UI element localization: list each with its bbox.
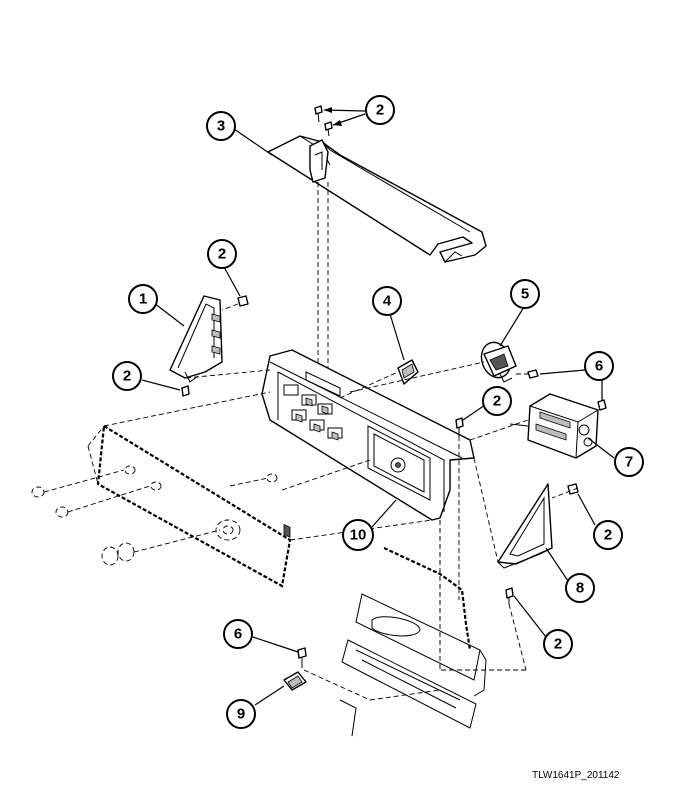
screw-end-cap-bottom [181,385,190,397]
control-panel-frame [261,349,475,538]
callout-label: 2 [554,636,562,653]
callout-label: 6 [234,626,242,643]
switch-bracket [397,359,419,385]
callout: 9 [226,699,256,729]
screw-end-cap-top [221,295,249,311]
callout-label: 10 [350,527,367,544]
callout-label: 8 [576,580,584,597]
callout: 4 [372,286,402,316]
callout: 6 [584,351,614,381]
callout: 2 [543,629,573,659]
callout-label: 3 [217,118,225,135]
callout: 6 [223,619,253,649]
leader-arrowheads [324,107,342,126]
callout: 10 [342,519,374,551]
callout: 2 [365,95,395,125]
callout-label: 2 [604,527,612,544]
callout: 1 [128,284,158,314]
callout: 3 [206,111,236,141]
callout-label: 2 [123,368,131,385]
screw-switch [527,369,539,379]
cabinet-top-phantom [339,593,487,737]
callout-label: 2 [493,393,501,410]
callout: 2 [207,239,237,269]
selector-switch [480,341,517,383]
screw-top-right [324,121,333,137]
screw-panel-right [455,417,464,436]
right-end-cap [497,483,553,569]
callout-label: 4 [383,293,392,310]
callout-label: 2 [218,246,226,263]
alignment-lines [103,361,579,701]
left-end-cap [169,295,223,383]
drawing-number: TLW1641P_201142 [532,770,620,781]
wire-harness [383,547,472,651]
screw-clip [297,647,307,668]
front-panel-phantom [31,424,292,588]
callout: 2 [112,361,142,391]
callout-label: 6 [595,358,603,375]
callout-label: 1 [139,291,147,308]
screw-top-left [314,105,323,123]
callout: 2 [593,520,623,550]
console-top-cover [267,135,487,263]
callout: 8 [565,573,595,603]
callout: 2 [482,386,512,416]
timer [509,393,599,459]
callout: 5 [510,279,540,309]
callout: 7 [614,447,644,477]
screw-end-cap-right-bottom [505,587,514,604]
leader-lines [141,109,615,706]
callout-label: 5 [521,286,529,303]
callout-label: 2 [376,102,384,119]
callout-label: 7 [625,454,633,471]
screw-timer [597,399,607,411]
panel-clip [283,671,307,691]
callout-label: 9 [237,706,245,723]
